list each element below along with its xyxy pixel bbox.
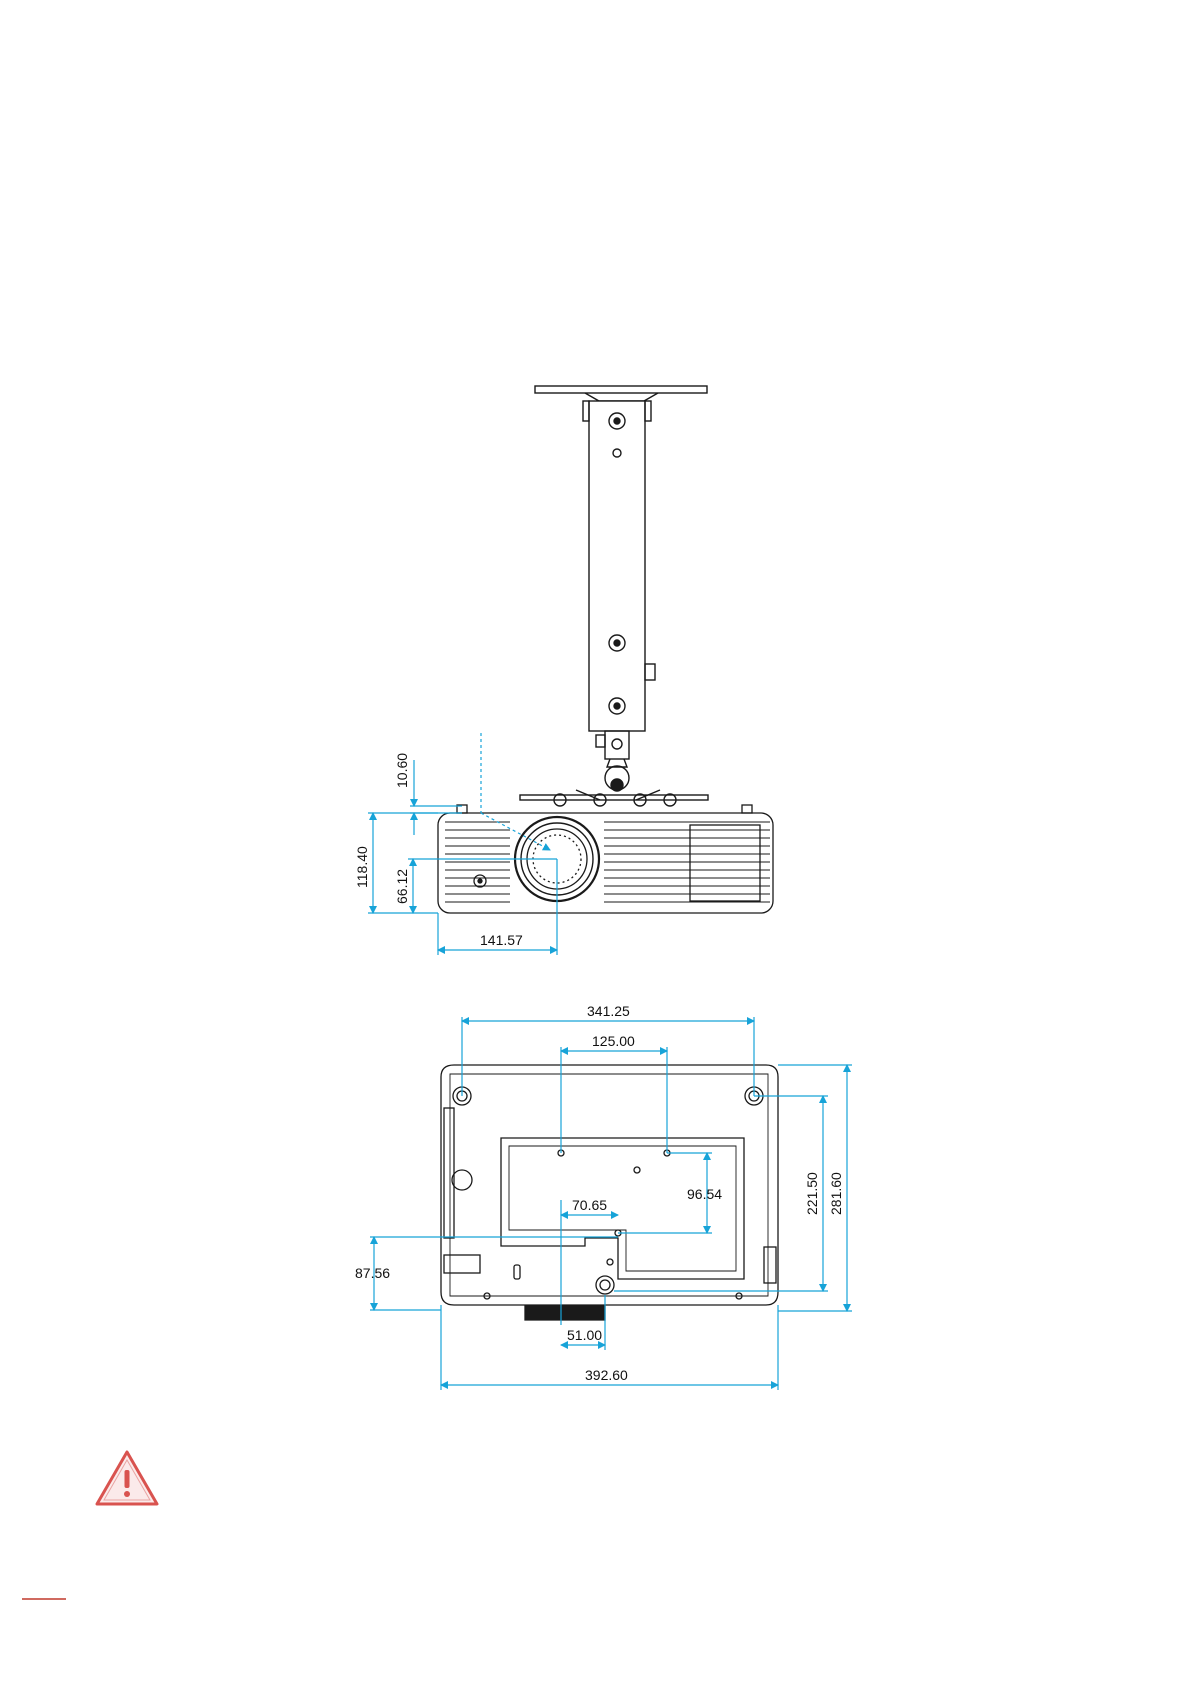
dim-lens-offset: 141.57 [480,932,523,948]
dim-hole-depth-a: 96.54 [687,1186,722,1202]
warning-triangle-icon [97,1452,157,1504]
dim-foot-span-width: 341.25 [587,1003,630,1019]
dim-mount-hole-span: 125.00 [592,1033,635,1049]
dim-lens-width: 51.00 [567,1327,602,1343]
projector-bottom-view [441,1065,778,1320]
dim-total-width: 392.60 [585,1367,628,1383]
dim-lens-height: 66.12 [394,869,410,904]
dim-foot-span-depth: 221.50 [804,1172,820,1215]
dim-total-depth: 281.60 [828,1172,844,1215]
dim-height-total: 118.40 [354,846,370,888]
dim-side-offset: 87.56 [355,1265,390,1281]
ceiling-mount [520,386,708,806]
dim-hole-offset: 70.65 [572,1197,607,1213]
dim-top-offset: 10.60 [394,753,410,788]
